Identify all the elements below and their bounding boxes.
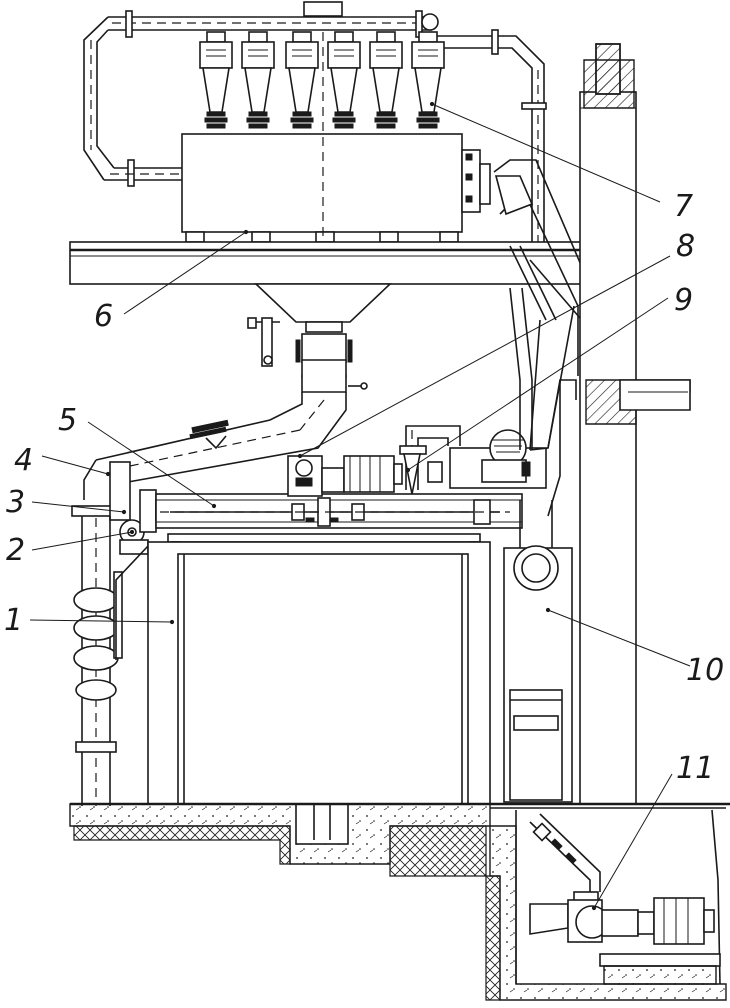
pump-pit — [485, 809, 727, 1001]
hydrocyclone-battery — [199, 31, 445, 129]
overflow-manifold-pipe — [83, 1, 439, 187]
callout-3: 3 — [6, 485, 127, 520]
callout-6: 6 — [94, 229, 249, 334]
callout-8: 8 — [297, 229, 695, 459]
callout-11: 11 — [591, 751, 714, 911]
callout-4-label: 4 — [14, 443, 33, 478]
hydrocyclone — [411, 31, 445, 129]
pit-pump — [529, 813, 715, 945]
callout-1-label: 1 — [4, 603, 23, 638]
collecting-tank — [181, 32, 491, 300]
callout-1: 1 — [4, 603, 175, 638]
pump-unit — [449, 429, 547, 489]
callout-10-label: 10 — [686, 653, 724, 688]
hydrocyclone — [285, 31, 319, 129]
callout-5: 5 — [58, 403, 217, 509]
return-pipe-right — [432, 29, 547, 248]
callout-5-label: 5 — [58, 403, 77, 438]
callout-10: 10 — [545, 607, 724, 688]
callout-8-label: 8 — [676, 229, 695, 264]
callout-6-label: 6 — [94, 299, 113, 334]
conveyor-motor — [287, 455, 403, 497]
building-column — [579, 43, 637, 805]
screw-conveyor — [155, 493, 523, 553]
callout-11-label: 11 — [676, 751, 714, 786]
hydrocyclone — [327, 31, 361, 129]
riser-pipe — [73, 516, 123, 806]
discharge-hopper — [247, 283, 393, 393]
callout-3-label: 3 — [6, 485, 25, 520]
callout-9: 9 — [405, 283, 693, 473]
callout-7: 7 — [429, 101, 693, 224]
hydrocyclone — [241, 31, 275, 129]
foundation — [69, 802, 730, 877]
inclined-pipe — [71, 459, 131, 521]
platform-beam — [69, 241, 611, 285]
dewatering-bin — [503, 500, 573, 803]
callout-4: 4 — [14, 443, 111, 478]
hydrocyclone — [199, 31, 233, 129]
callout-7-label: 7 — [674, 189, 693, 224]
main-frame — [115, 541, 491, 805]
floor-slab — [585, 379, 691, 425]
chute — [95, 392, 347, 483]
hydrocyclone — [369, 31, 403, 129]
callout-9-label: 9 — [674, 283, 693, 318]
support-frame — [509, 287, 577, 517]
callout-2-label: 2 — [6, 533, 25, 568]
callout-2: 2 — [6, 529, 135, 568]
